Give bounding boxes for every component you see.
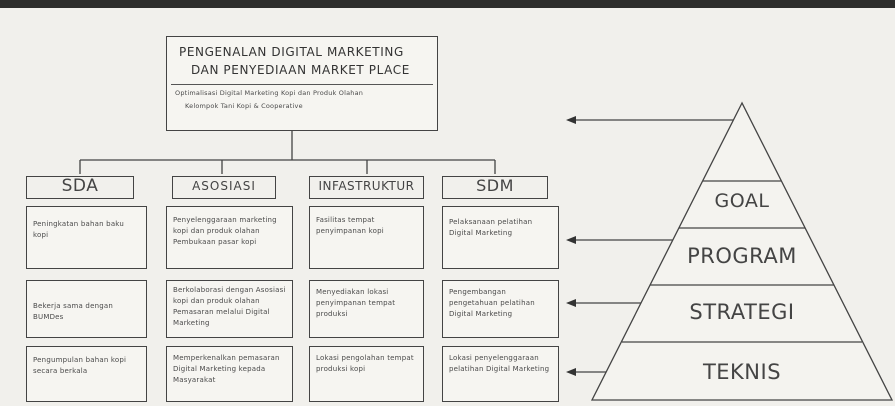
column-header-sda: SDA <box>26 176 134 199</box>
cell-infastruktur-2: Menyediakan lokasi penyimpanan tempat pr… <box>309 280 424 338</box>
top-title-box: PENGENALAN DIGITAL MARKETING DAN PENYEDI… <box>166 36 438 131</box>
pyramid-level-program: PROGRAM <box>687 244 797 268</box>
title-detail-1: Optimalisasi Digital Marketing Kopi dan … <box>175 89 364 97</box>
cell-asosiasi-3: Memperkenalkan pemasaran Digital Marketi… <box>166 346 293 402</box>
cell-sdm-2: Pengembangan pengetahuan pelatihan Digit… <box>442 280 559 338</box>
column-header-sdm: SDM <box>442 176 548 199</box>
title-detail-2: Kelompok Tani Kopi & Cooperative <box>185 102 303 110</box>
pyramid-level-strategi: STRATEGI <box>689 300 795 324</box>
cell-sdm-1: Pelaksanaan pelatihan Digital Marketing <box>442 206 559 269</box>
column-header-infastruktur: INFASTRUKTUR <box>309 176 424 199</box>
column-header-asosiasi: ASOSIASI <box>172 176 276 199</box>
cell-asosiasi-1: Penyelenggaraan marketing kopi dan produ… <box>166 206 293 269</box>
cell-sda-1: Peningkatan bahan baku kopi <box>26 206 147 269</box>
cell-sda-2: Bekerja sama dengan BUMDes <box>26 280 147 338</box>
cell-sdm-3: Lokasi penyelenggaraan pelatihan Digital… <box>442 346 559 402</box>
cell-asosiasi-2: Berkolaborasi dengan Asosiasi kopi dan p… <box>166 280 293 338</box>
cell-sda-3: Pengumpulan bahan kopi secara berkala <box>26 346 147 402</box>
cell-infastruktur-3: Lokasi pengolahan tempat produksi kopi <box>309 346 424 402</box>
pyramid-level-teknis: TEKNIS <box>702 360 782 384</box>
title-line-2: DAN PENYEDIAAN MARKET PLACE <box>191 63 410 77</box>
cell-infastruktur-1: Fasilitas tempat penyimpanan kopi <box>309 206 424 269</box>
title-line-1: PENGENALAN DIGITAL MARKETING <box>179 45 404 59</box>
pyramid-level-goal: GOAL <box>714 190 770 212</box>
